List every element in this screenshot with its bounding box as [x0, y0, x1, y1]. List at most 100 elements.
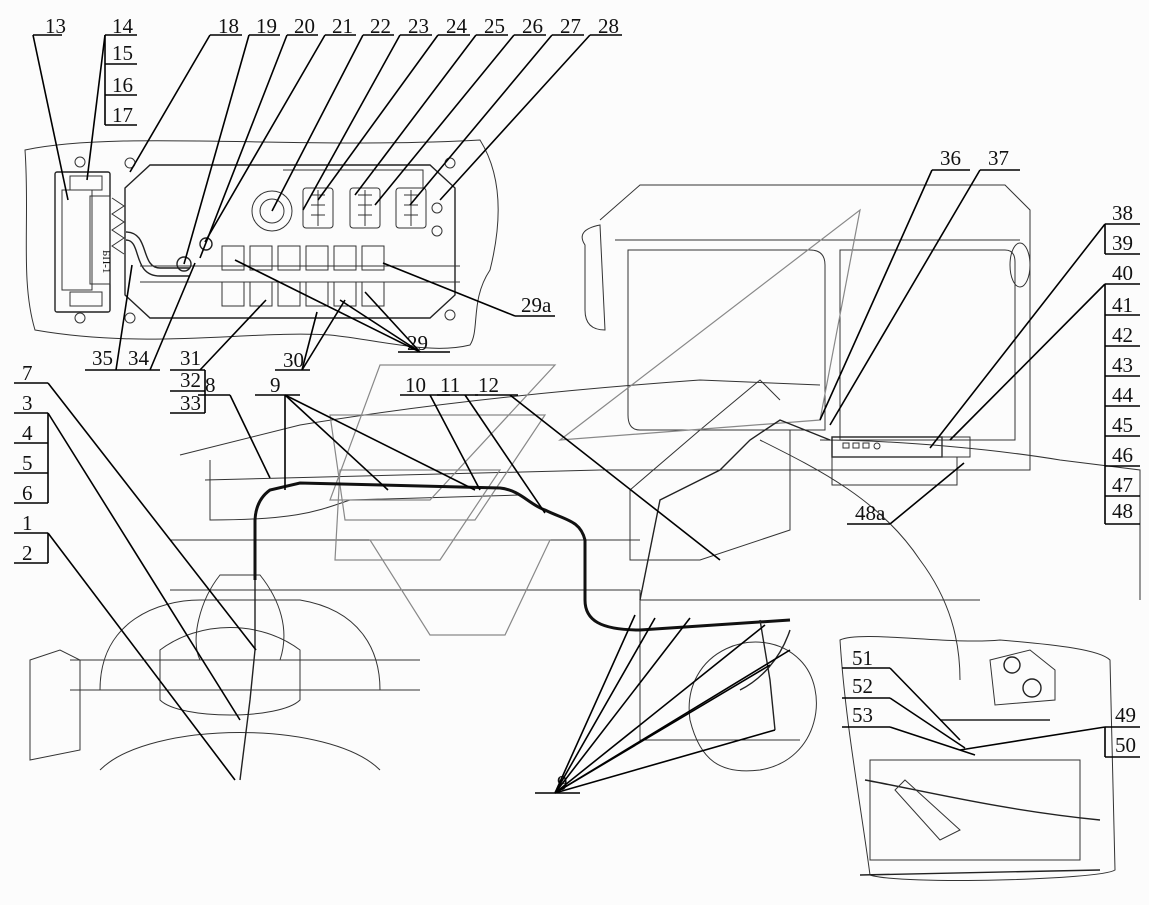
callout-17: 17 — [105, 103, 137, 127]
callout-37: 37 — [829, 146, 1020, 426]
callout-label: 9 — [270, 373, 281, 397]
leader-line — [129, 34, 211, 173]
callout-16: 16 — [105, 73, 137, 97]
callout-label: 40 — [1112, 261, 1133, 285]
callout-label: 4 — [22, 421, 33, 445]
callout-label: 22 — [370, 14, 391, 38]
leader-line — [509, 394, 721, 561]
callout-9top: 9 — [255, 373, 476, 491]
leader-line — [199, 299, 267, 371]
leader-line — [354, 34, 477, 196]
leader-line — [889, 667, 961, 741]
leader-line — [47, 412, 241, 721]
leader-line — [374, 34, 515, 206]
leader-line — [889, 726, 976, 756]
callout-label: 47 — [1112, 473, 1133, 497]
callout-12: 12 — [475, 373, 721, 561]
callout-4: 4 — [14, 421, 48, 445]
leader-line — [32, 34, 69, 201]
leader-line — [115, 264, 133, 371]
callout-label: 29a — [521, 293, 552, 317]
rear-hitch-detail — [839, 636, 1116, 881]
callout-label: 11 — [440, 373, 460, 397]
callout-51: 51 — [842, 646, 961, 741]
callout-33: 33 — [170, 391, 205, 415]
callout-label: 12 — [478, 373, 499, 397]
callout-3: 3 — [14, 391, 241, 721]
callout-label: 33 — [180, 391, 201, 415]
callout-label: 35 — [92, 346, 113, 370]
callout-32: 32 — [170, 368, 205, 392]
callout-24: 24 — [317, 14, 470, 201]
callout-label: 41 — [1112, 293, 1133, 317]
callout-label: 48 — [1112, 499, 1133, 523]
block-marking: БП-1 — [100, 250, 112, 273]
callout-label: 6 — [22, 481, 33, 505]
leader-line — [234, 259, 421, 353]
callout-47: 47 — [1105, 473, 1140, 497]
callout-44: 44 — [1105, 383, 1140, 407]
callout-label: 46 — [1112, 443, 1133, 467]
leader-line — [554, 649, 791, 794]
callout-label: 8 — [205, 373, 216, 397]
callout-21: 21 — [204, 14, 356, 243]
leader-line — [301, 311, 318, 371]
callout-8: 8 — [198, 373, 271, 479]
callout-label: 51 — [852, 646, 873, 670]
callout-label: 1 — [22, 511, 33, 535]
leader-line — [889, 697, 966, 749]
callout-31: 31 — [170, 299, 267, 371]
callout-29a: 29a — [382, 262, 555, 317]
callout-label: 19 — [256, 14, 277, 38]
callout-label: 37 — [988, 146, 1009, 170]
callout-27: 27 — [409, 14, 584, 206]
leader-line — [183, 34, 250, 265]
callout-5: 5 — [14, 451, 48, 475]
callout-40: 40 — [949, 261, 1140, 441]
tractor-body — [29, 184, 1141, 772]
leader-line — [284, 394, 476, 491]
callout-label: 5 — [22, 451, 33, 475]
callout-41: 41 — [1105, 293, 1140, 317]
callout-label: 42 — [1112, 323, 1133, 347]
callout-label: 44 — [1112, 383, 1134, 407]
callout-label: 52 — [852, 674, 873, 698]
callout-52: 52 — [842, 674, 966, 749]
leader-line — [959, 726, 1106, 751]
callout-49: 49 — [959, 703, 1140, 751]
callout-label: 45 — [1112, 413, 1133, 437]
callout-label: 24 — [446, 14, 468, 38]
callout-label: 23 — [408, 14, 429, 38]
leader-line — [382, 262, 516, 317]
leader-line — [554, 614, 636, 794]
callout-35: 35 — [85, 264, 133, 371]
leader-line — [271, 34, 364, 212]
leader-line — [339, 299, 421, 353]
leader-line — [929, 223, 1106, 449]
callout-label: 53 — [852, 703, 873, 727]
callout-25: 25 — [354, 14, 508, 196]
callout-label: 27 — [560, 14, 581, 38]
leader-line — [949, 283, 1106, 441]
callout-label: 16 — [112, 73, 133, 97]
callout-label: 28 — [598, 14, 619, 38]
leader-line — [199, 34, 288, 259]
callout-38: 38 — [929, 201, 1140, 449]
leader-line — [439, 34, 591, 201]
callout-label: 38 — [1112, 201, 1133, 225]
callout-label: 50 — [1115, 733, 1136, 757]
callout-6: 6 — [14, 481, 48, 505]
leader-line — [554, 624, 766, 794]
callout-30: 30 — [275, 299, 346, 372]
callout-label: 14 — [112, 14, 134, 38]
leader-line — [204, 34, 326, 243]
wiring-harness — [239, 419, 831, 781]
callout-36: 36 — [819, 146, 970, 421]
fuse-panel-detail: БП-1 — [24, 139, 499, 349]
callout-23: 23 — [302, 14, 432, 211]
callout-label: 7 — [22, 361, 33, 385]
callout-label: 10 — [405, 373, 426, 397]
leader-line — [464, 394, 546, 514]
callout-45: 45 — [1105, 413, 1140, 437]
